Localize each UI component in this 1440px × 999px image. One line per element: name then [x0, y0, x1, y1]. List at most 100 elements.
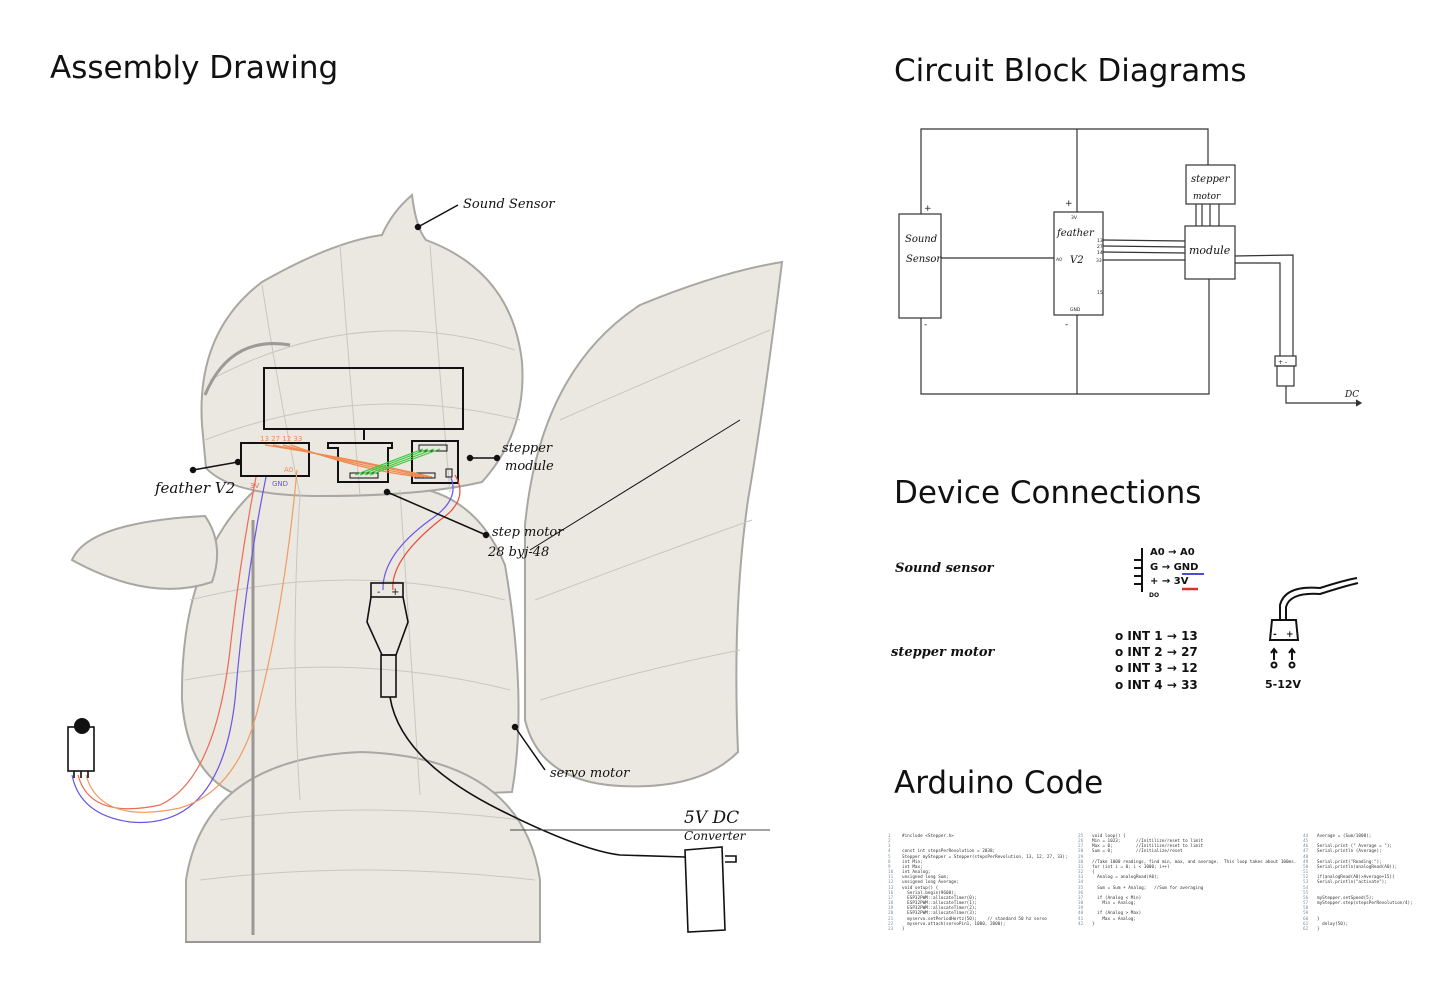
- code-text: Serial.println("activate");: [1317, 880, 1387, 886]
- line-number: 12: [888, 880, 894, 886]
- line-number: 18: [888, 901, 894, 907]
- code-line: 48: [1303, 855, 1413, 860]
- code-text: Min = 1023; //Initilize/reset to limit: [1092, 839, 1204, 845]
- circuit-pin-3v: 3V: [1071, 215, 1078, 221]
- circuit-feather-2: V2: [1070, 255, 1084, 266]
- circuit-stepper-2: motor: [1193, 192, 1221, 202]
- circuit-pin-33: 33: [1096, 258, 1102, 264]
- code-text: myStepper.step(stepsPerRevolution/4);: [1317, 901, 1413, 907]
- line-number: 39: [1078, 906, 1084, 912]
- circuit-pin-27: 27: [1097, 244, 1103, 250]
- label-a0: A0: [284, 466, 293, 474]
- code-line: 41 Max = Analog;: [1078, 917, 1296, 922]
- code-text: myservo.setPeriodHertz(50); // standard …: [902, 916, 1047, 922]
- label-dc-1: 5V DC: [684, 808, 739, 828]
- code-line: 3: [888, 844, 1068, 849]
- circuit-feather-1: feather: [1056, 228, 1095, 239]
- line-number: 27: [1078, 844, 1084, 850]
- servo-body: [327, 442, 393, 483]
- code-line: 35 Sum = Sum + Analog; //Sum for averagi…: [1078, 886, 1296, 891]
- connector-minus: -: [377, 587, 381, 598]
- line-number: 44: [1303, 834, 1309, 839]
- code-text: }: [1317, 926, 1320, 932]
- code-line: 12 unsigned long Average;: [888, 880, 1068, 885]
- line-number: 23: [888, 926, 894, 932]
- feather-board: [240, 442, 310, 477]
- line-number: 58: [1303, 906, 1309, 912]
- code-text: Sum = Sum + Analog; //Sum for averaging: [1092, 885, 1204, 891]
- line-number: 31: [1078, 864, 1084, 870]
- line-number: 32: [1078, 870, 1084, 876]
- code-text: int Min;: [902, 859, 923, 865]
- stepper-module-board: [411, 440, 459, 484]
- code-text: Serial.begin(9600);: [902, 890, 957, 896]
- line-number: 55: [1303, 890, 1309, 896]
- line-number: 20: [888, 911, 894, 917]
- code-text: Min = Analog;: [1092, 901, 1136, 907]
- code-text: #include <Stepper.h>: [902, 834, 954, 839]
- code-text: delay(50);: [1317, 921, 1349, 927]
- sensor-pin-gnd: G → GND: [1150, 562, 1198, 573]
- line-number: 37: [1078, 895, 1084, 901]
- line-number: 35: [1078, 885, 1084, 891]
- label-feather: feather V2: [154, 479, 235, 497]
- code-line: 60}: [1303, 917, 1413, 922]
- code-text: Analog = analogRead(A0);: [1092, 875, 1160, 881]
- power-label: 5-12V: [1265, 678, 1302, 691]
- circuit-title: Circuit Block Diagrams: [894, 53, 1247, 89]
- code-text: }: [1317, 916, 1320, 922]
- code-line: 37 if (Analog < Min): [1078, 896, 1296, 901]
- line-number: 4: [888, 849, 891, 855]
- code-line: 20 ESP32PWM::allocateTimer(3);: [888, 911, 1068, 916]
- power-plus: +: [1286, 630, 1294, 640]
- sensor-pin-3v: + → 3V: [1150, 576, 1189, 587]
- head: [200, 193, 524, 498]
- code-line: 19 ESP32PWM::allocateTimer(2);: [888, 906, 1068, 911]
- code-text: {: [1092, 870, 1095, 876]
- sensor-plus: +: [924, 204, 932, 214]
- line-number: 22: [888, 921, 894, 927]
- line-number: 25: [1078, 834, 1084, 839]
- code-text: unsigned long Average;: [902, 880, 959, 886]
- right-wing: [524, 260, 784, 788]
- sensor-pin-do: DO: [1149, 592, 1159, 599]
- circuit-pin-14: 14: [1097, 250, 1103, 256]
- line-number: 45: [1303, 839, 1309, 845]
- code-line: 32 {: [1078, 870, 1296, 875]
- code-line: 42}: [1078, 922, 1296, 927]
- code-line: 54: [1303, 886, 1413, 891]
- code-line: 18 ESP32PWM::allocateTimer(1);: [888, 901, 1068, 906]
- devices-title: Device Connections: [894, 475, 1202, 511]
- code-line: 17 ESP32PWM::allocateTimer(0);: [888, 896, 1068, 901]
- device-stepper-motor: stepper motor: [891, 645, 996, 660]
- line-number: 59: [1303, 911, 1309, 917]
- code-line: 59: [1303, 911, 1413, 916]
- code-line: 22 myservo.attach(servoPin1, 1000, 2000)…: [888, 922, 1068, 927]
- sensor-mic: [74, 718, 90, 734]
- circuit-pin-a0: A0: [1056, 257, 1062, 263]
- code-text: ESP32PWM::allocateTimer(3);: [902, 911, 978, 917]
- line-number: 13: [888, 885, 894, 891]
- circuit-sound-1: Sound: [905, 234, 937, 245]
- code-text: Serial.println(analogRead(A0));: [1317, 864, 1398, 870]
- code-text: if (Analog > Max): [1092, 911, 1142, 917]
- device-sound-sensor: Sound sensor: [895, 561, 995, 576]
- line-number: 51: [1303, 870, 1309, 876]
- code-text: Serial.print("Reading:");: [1317, 859, 1382, 865]
- label-3v: 3V: [250, 482, 259, 490]
- code-title: Arduino Code: [894, 765, 1104, 801]
- label-pins: 13 27 12 33: [260, 435, 302, 443]
- code-line: 62}: [1303, 927, 1413, 932]
- code-line: 61 delay(50);: [1303, 922, 1413, 927]
